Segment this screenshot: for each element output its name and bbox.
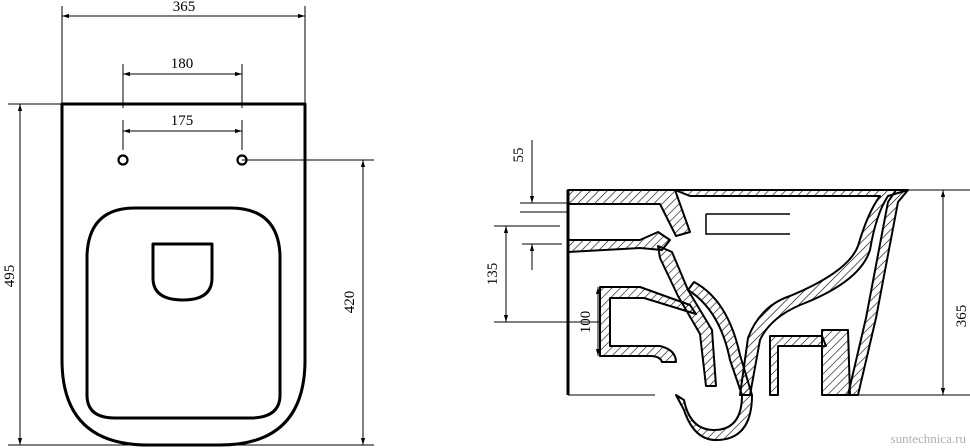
dim-label-holes-inner: 175 [171, 113, 194, 129]
dim-label-height: 365 [954, 305, 970, 328]
seat-bracket [705, 213, 790, 235]
dim-label-width: 365 [173, 0, 196, 15]
front-view: 365 180 175 495 420 [2, 0, 374, 447]
outlet-spigot [599, 286, 697, 363]
inlet-channel [567, 231, 671, 253]
dim-label-holes-outer: 180 [171, 56, 194, 72]
dim-label-inlet: 55 [511, 148, 527, 163]
dim-label-length: 495 [2, 265, 18, 288]
trapway-bowl [675, 281, 753, 441]
seat-opening [85, 206, 282, 420]
bowl-foot-inner [769, 335, 827, 396]
bowl-outline [60, 102, 307, 447]
side-view: 55 135 100 365 [485, 140, 970, 441]
dim-label-outlet-height: 135 [485, 263, 501, 286]
top-rim-section [567, 189, 691, 237]
dim-label-hole-to-front: 420 [342, 291, 358, 314]
drain-outline [151, 242, 214, 302]
watermark: suntechnica.ru [891, 431, 967, 446]
trapway-outer [657, 245, 717, 387]
bowl-foot [821, 329, 851, 396]
dim-label-outlet-pipe: 100 [578, 311, 594, 334]
front-wall-section [847, 189, 909, 396]
mounting-hole-left [117, 154, 129, 166]
